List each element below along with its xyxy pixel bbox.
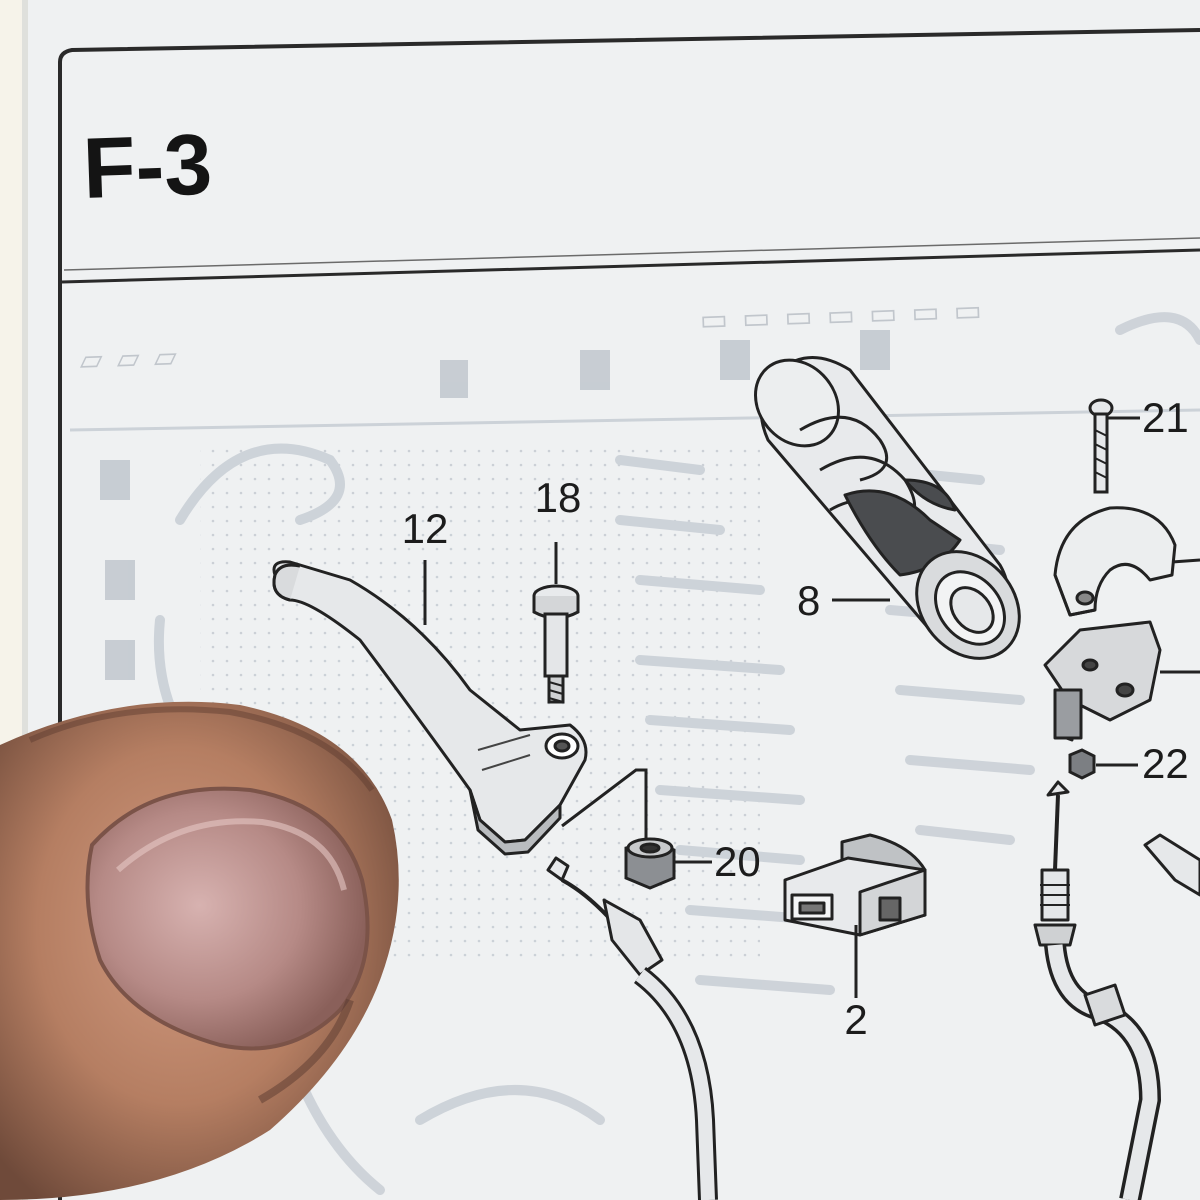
page-frame <box>58 28 1200 1200</box>
section-title: F-3 <box>81 117 213 217</box>
leader-lines <box>423 416 1200 998</box>
switch-housing-upper <box>1053 506 1177 617</box>
screw-part <box>1088 398 1114 494</box>
leader-20-link <box>561 768 648 840</box>
callout-21: 21 <box>1142 394 1189 441</box>
svg-text:▱▱▱: ▱▱▱ <box>79 339 191 378</box>
leader-upper-housing <box>1171 558 1200 564</box>
switch-housing-lower <box>1043 620 1162 742</box>
callout-8: 8 <box>797 577 820 624</box>
thumb <box>0 701 399 1200</box>
lever-part <box>272 560 588 856</box>
callout-labels: 12 18 8 21 20 2 22 <box>402 394 1189 1043</box>
callout-2: 2 <box>844 996 867 1043</box>
callout-22: 22 <box>1142 740 1189 787</box>
callout-20: 20 <box>714 838 761 885</box>
grip-part <box>754 356 1021 660</box>
lever-nut-part <box>624 837 676 890</box>
callout-12: 12 <box>402 505 449 552</box>
callout-18: 18 <box>535 474 582 521</box>
throttle-cable <box>1033 780 1200 1200</box>
lever-cable <box>546 856 718 1200</box>
pivot-bolt-part <box>532 584 580 704</box>
switch-part <box>783 833 927 937</box>
holder-nut-part <box>1068 748 1096 780</box>
